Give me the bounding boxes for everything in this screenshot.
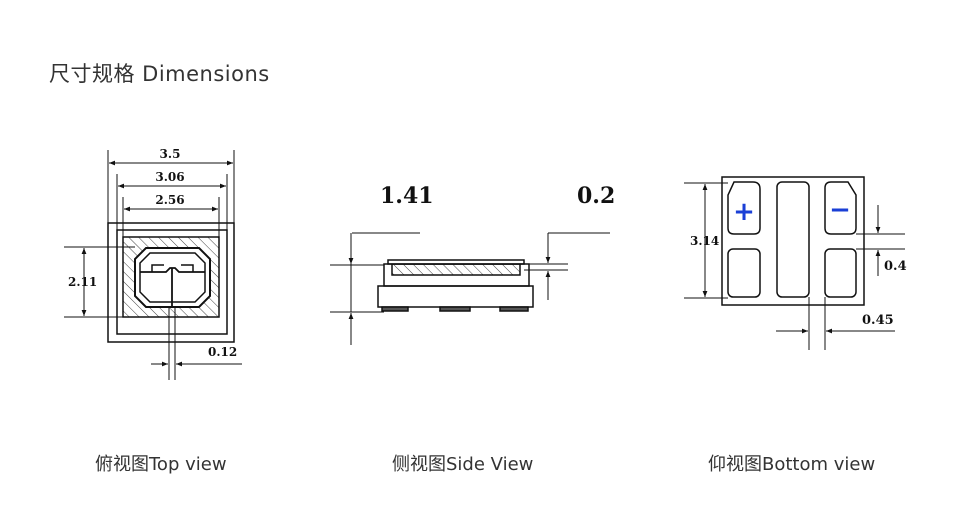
bottom-view-caption: 仰视图Bottom view — [708, 454, 876, 475]
bottom-view-dim-3-14: 3.14 — [690, 234, 719, 248]
top-view-outer-body — [107, 222, 235, 343]
top-view-drawing — [64, 150, 242, 380]
side-view-base — [377, 285, 534, 308]
side-view-pad-right — [499, 306, 529, 312]
bottom-view-drawing — [684, 176, 905, 350]
bottom-view-dim-0-4: 0.4 — [884, 259, 907, 274]
side-view-pad-left — [381, 306, 409, 312]
side-view-drawing — [330, 232, 610, 345]
bottom-view-pad-lower-right — [824, 248, 857, 298]
top-view-dim-2-56: 2.56 — [155, 193, 184, 207]
page-title: 尺寸规格 Dimensions — [49, 62, 270, 86]
bottom-view-dim-0-45: 0.45 — [862, 313, 894, 328]
side-view-caption: 侧视图Side View — [392, 454, 534, 475]
bottom-view-body — [721, 176, 865, 306]
top-view-dim-3-06: 3.06 — [155, 170, 184, 184]
cathode-minus-icon: − — [829, 195, 851, 225]
side-view-lens — [391, 263, 521, 276]
bottom-view-pad-lower-left — [727, 248, 761, 298]
side-view-pad-center — [439, 306, 471, 312]
side-view-dim-1-41: 1.41 — [380, 183, 434, 209]
top-view-dim-0-12: 0.12 — [208, 345, 237, 359]
top-view-dim-2-11: 2.11 — [68, 275, 97, 289]
anode-plus-icon: + — [733, 197, 755, 227]
bottom-view-pad-cathode — [824, 181, 857, 235]
bottom-view-pad-center — [776, 181, 810, 298]
top-view-dim-3-5: 3.5 — [160, 147, 181, 161]
side-view-dim-0-2: 0.2 — [577, 183, 615, 209]
top-view-caption: 俯视图Top view — [95, 454, 227, 475]
top-view-inner-frame — [116, 229, 228, 335]
bottom-view-pad-anode — [727, 181, 761, 235]
